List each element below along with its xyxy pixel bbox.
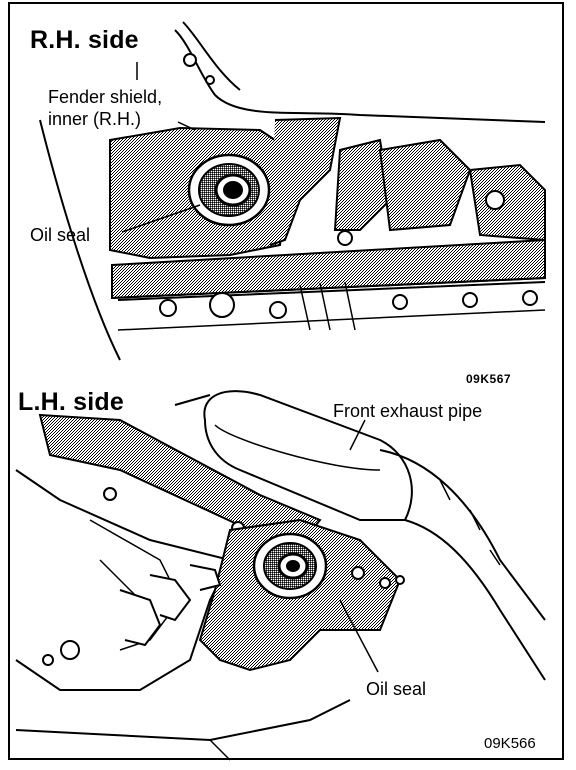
rh-oil-seal-label: Oil seal xyxy=(30,225,91,245)
front-exhaust-pipe-label: Front exhaust pipe xyxy=(333,401,483,421)
lh-side-illustration xyxy=(15,390,546,761)
rh-figure-code: 09K567 xyxy=(466,372,512,386)
lh-oil-seal-label: Oil seal xyxy=(366,679,427,699)
fender-shield-label: Fender shield, xyxy=(48,87,163,107)
fender-shield-label-line2: inner (R.H.) xyxy=(48,109,142,129)
rh-side-title: R.H. side xyxy=(30,26,139,54)
rh-side-illustration xyxy=(39,21,546,361)
lh-side-title: L.H. side xyxy=(18,388,124,416)
lh-figure-code: 09K566 xyxy=(484,735,536,752)
